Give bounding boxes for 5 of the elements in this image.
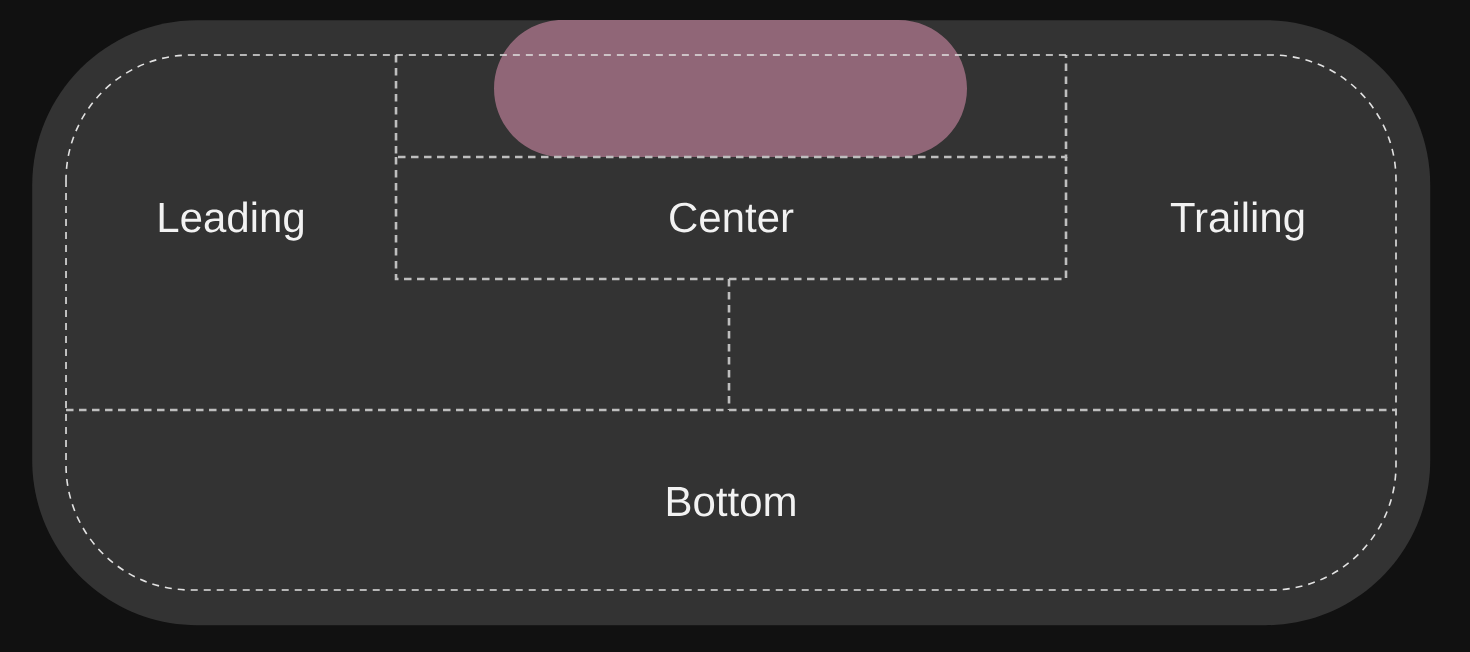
dashed-region: Center bbox=[394, 157, 1068, 281]
camera-region bbox=[394, 20, 1068, 159]
region-label: Leading bbox=[159, 201, 303, 241]
dashed-region: Bottom bbox=[66, 408, 1396, 517]
region-label: Trailing bbox=[1170, 201, 1304, 241]
